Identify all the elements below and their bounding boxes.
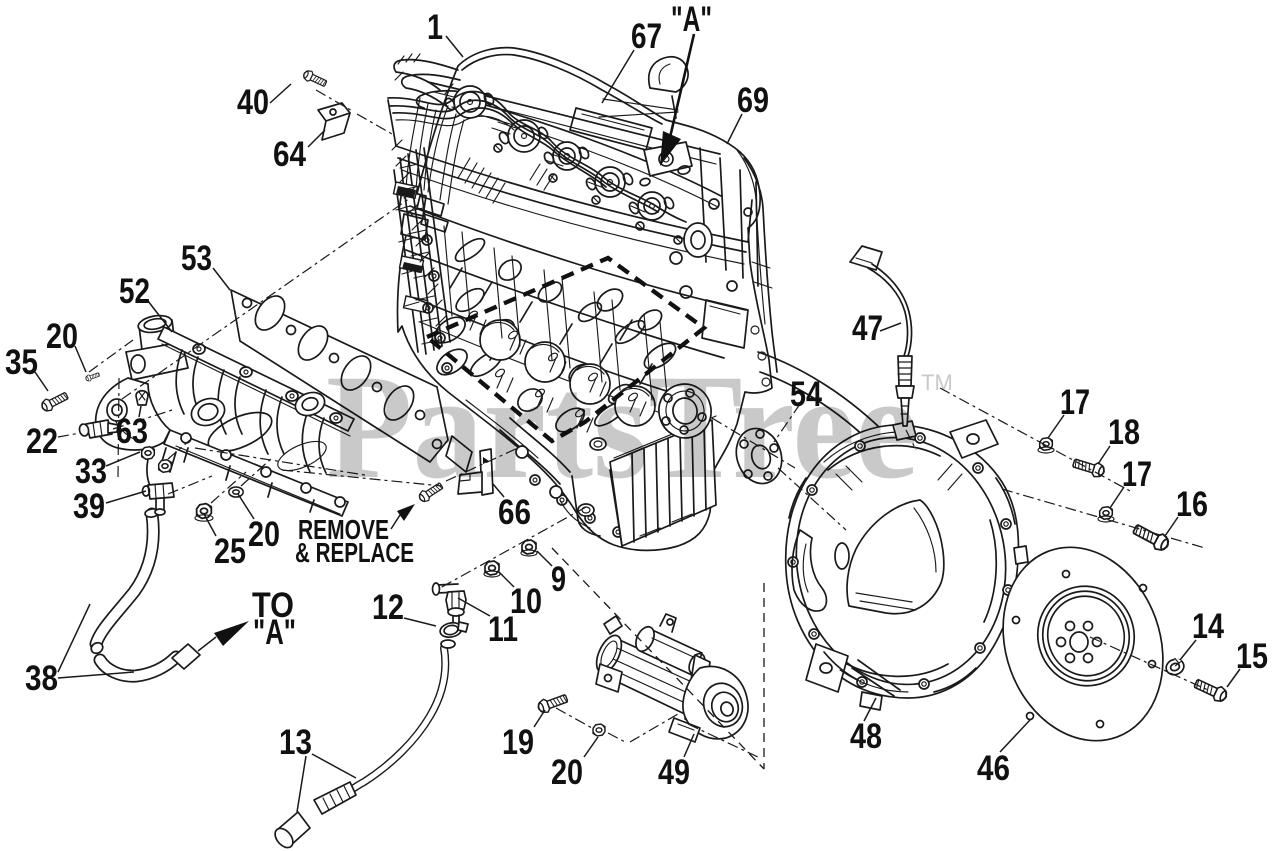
svg-text:"A": "A" (253, 613, 296, 652)
svg-text:40: 40 (237, 83, 269, 122)
svg-text:38: 38 (25, 659, 58, 698)
svg-text:25: 25 (214, 532, 246, 571)
svg-text:63: 63 (116, 412, 148, 451)
svg-text:47: 47 (852, 309, 883, 348)
svg-text:33: 33 (75, 452, 107, 491)
svg-text:TM: TM (921, 370, 953, 395)
svg-text:52: 52 (119, 272, 150, 311)
svg-text:49: 49 (658, 753, 690, 792)
svg-text:& REPLACE: & REPLACE (295, 537, 414, 568)
svg-text:16: 16 (1176, 485, 1208, 524)
svg-text:46: 46 (977, 749, 1010, 788)
svg-text:11: 11 (488, 610, 518, 649)
svg-text:20: 20 (551, 753, 583, 792)
svg-text:TO: TO (252, 586, 294, 625)
svg-text:22: 22 (26, 422, 58, 461)
svg-text:48: 48 (850, 717, 882, 756)
svg-text:14: 14 (1192, 607, 1224, 646)
svg-text:"A": "A" (671, 0, 712, 39)
svg-text:39: 39 (73, 487, 105, 526)
svg-text:66: 66 (498, 493, 531, 532)
svg-text:10: 10 (510, 582, 542, 621)
svg-text:15: 15 (1236, 637, 1268, 676)
svg-text:17: 17 (1060, 383, 1090, 422)
svg-text:64: 64 (273, 135, 306, 174)
svg-text:67: 67 (631, 17, 662, 56)
svg-text:20: 20 (46, 317, 78, 356)
svg-text:20: 20 (248, 515, 280, 554)
svg-text:54: 54 (790, 375, 822, 414)
svg-text:PartsTree: PartsTree (326, 344, 918, 510)
svg-text:53: 53 (181, 239, 212, 278)
svg-text:18: 18 (1108, 413, 1140, 452)
svg-text:9: 9 (551, 560, 566, 599)
svg-text:12: 12 (372, 588, 404, 627)
svg-text:69: 69 (737, 81, 769, 120)
svg-text:REMOVE: REMOVE (298, 514, 389, 545)
svg-text:13: 13 (279, 723, 312, 762)
svg-text:35: 35 (5, 343, 38, 382)
svg-text:17: 17 (1122, 455, 1152, 494)
svg-text:1: 1 (427, 8, 443, 47)
svg-text:19: 19 (502, 723, 534, 762)
